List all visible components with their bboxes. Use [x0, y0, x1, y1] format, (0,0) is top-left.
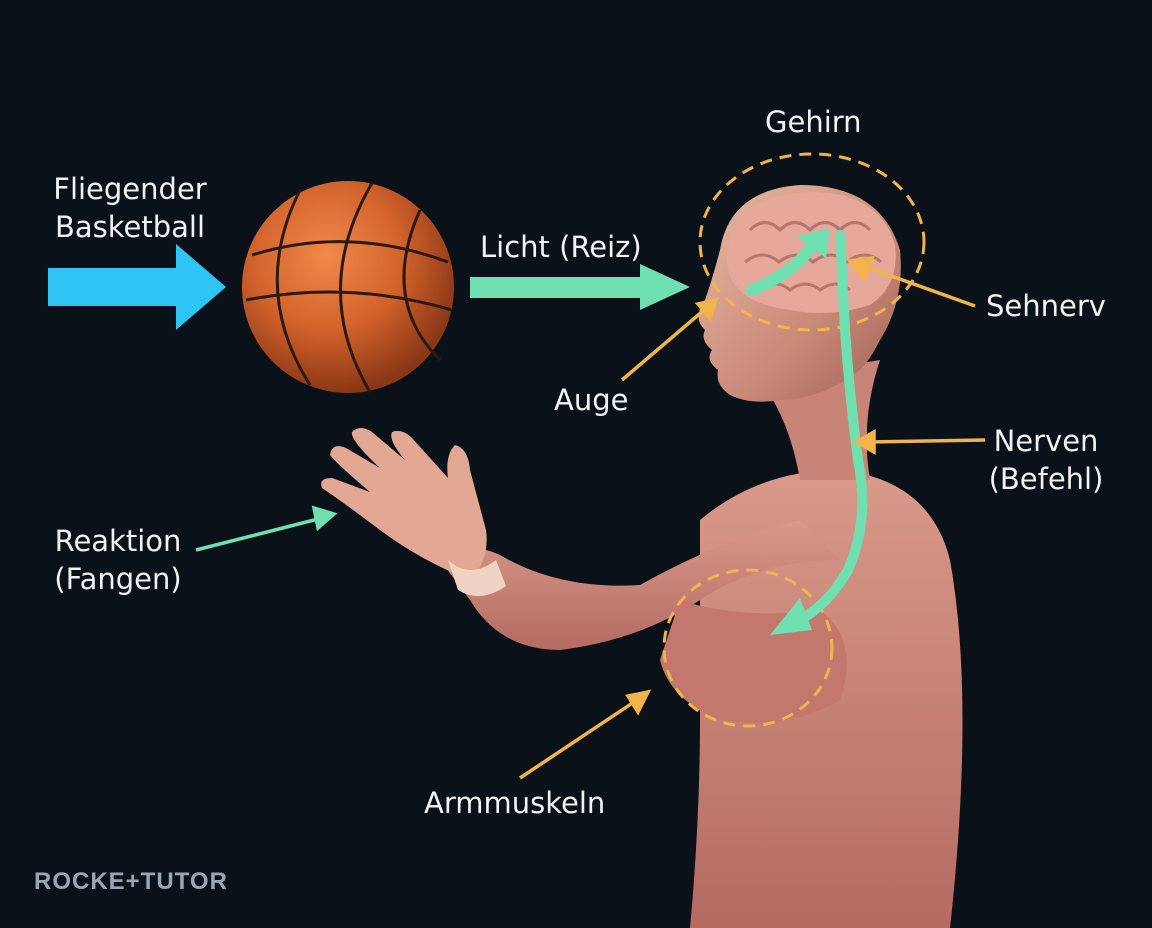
reaction-pointer — [195, 505, 338, 552]
label-arm-muscles: Armmuskeln — [424, 786, 606, 820]
arm-highlight — [662, 568, 834, 728]
label-brain: Gehirn — [765, 105, 862, 139]
label-nerves-line1: Nerven — [993, 424, 1099, 458]
label-flying-basketball-line1: Fliegender — [53, 172, 207, 206]
label-reaction: Reaktion (Fangen) — [50, 522, 186, 598]
basketball-icon — [242, 181, 454, 393]
label-reaction-line1: Reaktion — [54, 524, 182, 558]
label-flying-basketball-line2: Basketball — [54, 210, 206, 244]
label-nerves: Nerven (Befehl) — [984, 422, 1108, 498]
label-optic-nerve: Sehnerv — [986, 289, 1106, 323]
light-arrow — [470, 264, 690, 310]
pointer-lines — [519, 255, 986, 780]
label-reaction-line2: (Fangen) — [54, 562, 182, 596]
label-flying-basketball: Fliegender Basketball — [40, 170, 220, 246]
nerve-command-arrow — [785, 230, 868, 630]
brain-highlight — [698, 152, 926, 332]
label-light: Licht (Reiz) — [480, 230, 642, 264]
brand-logo: ROCKE+TUTOR — [34, 868, 228, 895]
label-nerves-line2: (Befehl) — [988, 462, 1104, 496]
label-eye: Auge — [554, 383, 629, 417]
incoming-arrow — [48, 244, 226, 330]
